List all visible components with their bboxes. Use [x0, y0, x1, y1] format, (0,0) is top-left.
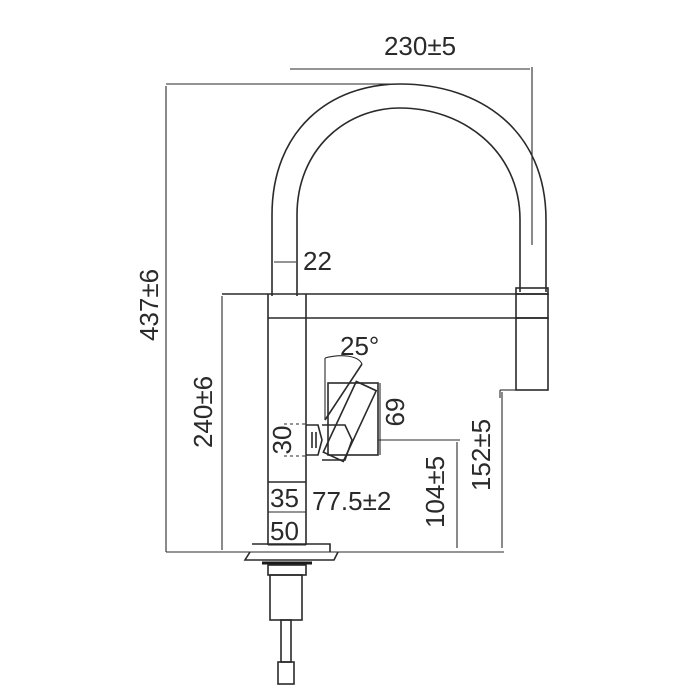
spray-nozzle — [499, 287, 549, 398]
label-handle-axis-height: 104±5 — [420, 456, 450, 528]
dimension-handle-height: 69 — [378, 383, 460, 455]
handle-lever: 25° — [306, 331, 379, 463]
label-body-height: 240±6 — [188, 376, 218, 448]
label-body-diameter: 35 — [270, 483, 299, 513]
label-handle-diameter: 30 — [267, 426, 297, 455]
label-handle-offset: 77.5±2 — [312, 486, 391, 516]
label-tube-diameter: 22 — [303, 246, 332, 276]
dimension-body-height: 240±6 — [188, 296, 223, 550]
label-nozzle-clearance: 152±5 — [466, 419, 496, 491]
label-handle-angle: 25° — [340, 331, 379, 361]
label-base-diameter: 50 — [270, 516, 299, 546]
dimension-nozzle-clearance: 152±5 — [466, 392, 503, 548]
label-handle-height: 69 — [380, 398, 410, 427]
dimension-body-base: 35 50 77.5±2 — [268, 481, 391, 546]
mounting-assembly — [243, 543, 339, 685]
dimension-overall-height: 437±6 — [134, 83, 400, 552]
dimension-overall-reach: 230±5 — [290, 31, 533, 245]
label-overall-height: 437±6 — [134, 269, 164, 341]
dimension-handle-diameter: 30 — [267, 423, 306, 457]
dimension-handle-axis-height: 104±5 — [420, 442, 458, 548]
faucet-body — [222, 293, 518, 545]
spout-gooseneck — [271, 83, 547, 296]
dimension-tube-diameter: 22 — [274, 246, 332, 276]
label-overall-reach: 230±5 — [384, 31, 456, 61]
